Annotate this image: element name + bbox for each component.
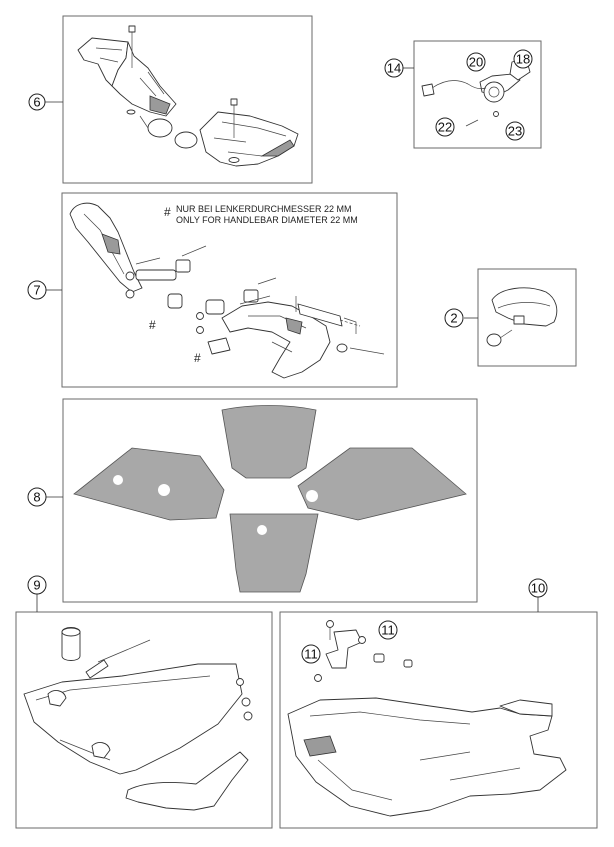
callout-10: 10 <box>528 578 548 598</box>
screw-top <box>128 25 136 68</box>
note-hash-left: # <box>149 318 156 332</box>
note-hash-symbol: # <box>164 205 171 219</box>
handlebar-section <box>295 296 361 334</box>
callout-6: 6 <box>28 93 46 111</box>
washer-right <box>228 157 240 163</box>
callout-7-label: 7 <box>33 283 40 298</box>
callout-20: 20 <box>466 52 486 72</box>
skid-plate-9 <box>23 627 253 811</box>
callout-11-b: 11 <box>301 644 321 664</box>
note-line-de: NUR BEI LENKERDURCHMESSER 22 MM <box>176 204 352 214</box>
callout-11-b-label: 11 <box>304 647 318 662</box>
note-hash-right: # <box>194 351 201 365</box>
cable-ties <box>139 115 198 149</box>
skid-plate-10 <box>287 620 567 817</box>
frame-decals <box>62 398 478 603</box>
hand-protector-right <box>221 301 331 379</box>
frame-skid-plate-left <box>15 611 273 829</box>
decal-left <box>73 447 225 521</box>
callout-9: 9 <box>27 575 47 595</box>
callout-14: 14 <box>384 58 404 78</box>
cap-part <box>486 287 558 347</box>
callout-7: 7 <box>27 280 47 300</box>
callout-11-a-label: 11 <box>381 623 395 638</box>
callout-2: 2 <box>444 308 464 328</box>
callout-20-label: 20 <box>469 55 483 70</box>
hand-guard-left <box>77 37 177 117</box>
callout-18-label: 18 <box>516 52 530 67</box>
washer-left <box>126 109 136 115</box>
callout-11-a: 11 <box>378 620 398 640</box>
callout-22-label: 22 <box>438 120 452 135</box>
callout-9-label: 9 <box>33 578 40 593</box>
callout-23-label: 23 <box>508 124 522 139</box>
frame-cap <box>477 268 577 367</box>
decal-rear <box>229 491 319 593</box>
callout-22: 22 <box>435 117 455 137</box>
hand-guard-right <box>199 111 299 167</box>
frame-switch <box>413 40 542 149</box>
callout-10-label: 10 <box>531 581 545 596</box>
screw-right <box>230 98 238 138</box>
callout-8-label: 8 <box>33 490 40 505</box>
note-line-en: ONLY FOR HANDLEBAR DIAMETER 22 MM <box>176 215 358 225</box>
frame-skid-plate-right <box>279 611 598 829</box>
frame-hand-guards <box>62 15 313 184</box>
callout-6-label: 6 <box>33 95 40 110</box>
callout-14-label: 14 <box>387 61 401 76</box>
decal-front <box>221 405 317 479</box>
callout-2-label: 2 <box>450 311 457 326</box>
hand-protector-left <box>69 202 177 293</box>
mounting-hardware <box>125 245 385 355</box>
callout-23: 23 <box>505 121 525 141</box>
callout-18: 18 <box>513 49 533 69</box>
decal-right <box>297 447 467 521</box>
callout-8: 8 <box>27 487 47 507</box>
